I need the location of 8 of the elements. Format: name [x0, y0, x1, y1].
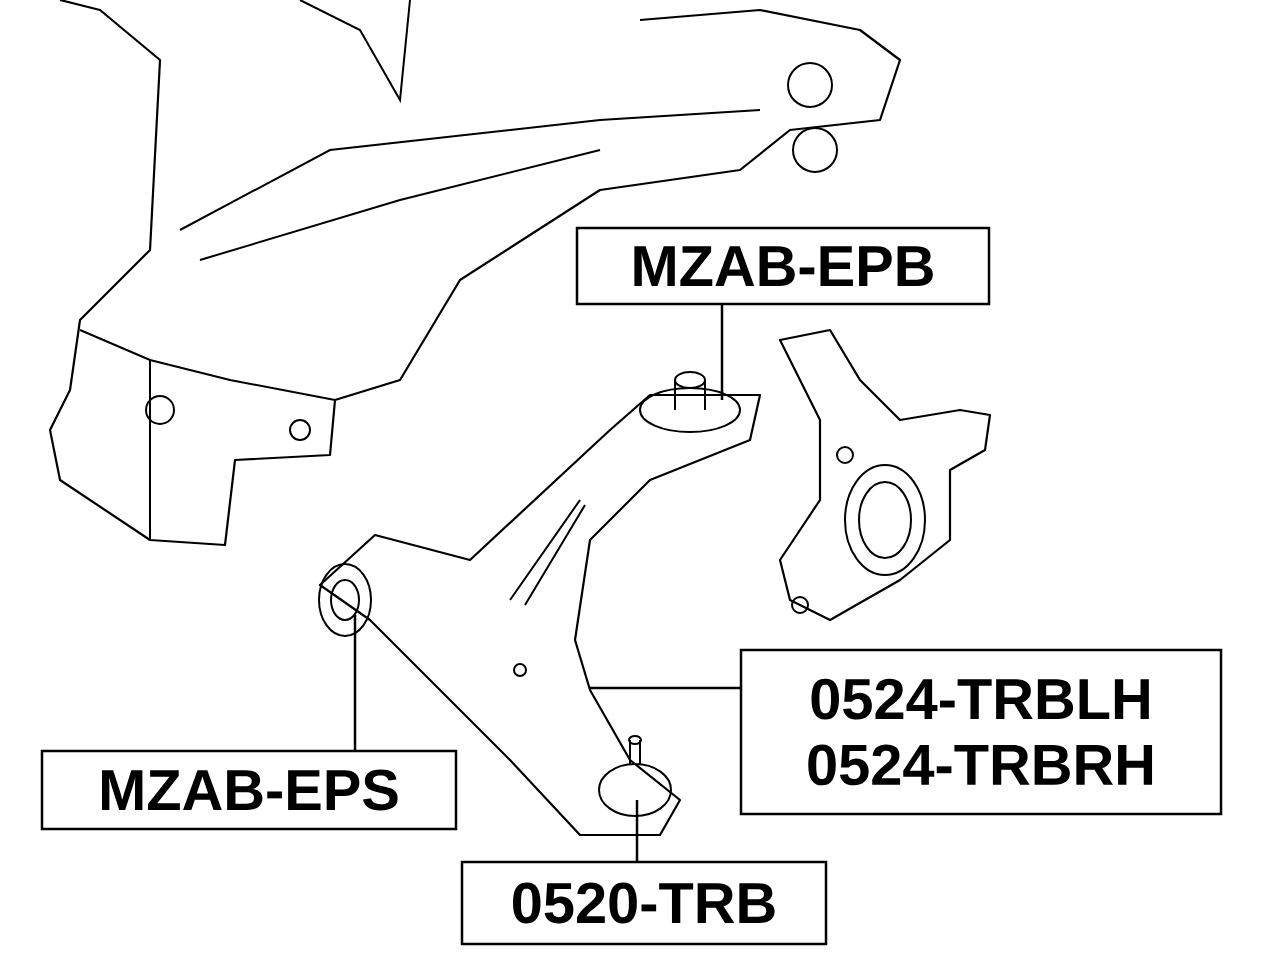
part-number-box: 0520-TRB — [460, 860, 828, 946]
part-number-box: MZAB-EPS — [40, 749, 458, 831]
leader-line — [720, 304, 724, 400]
part-number-box: 0524-TRBLH 0524-TRBRH — [739, 648, 1223, 816]
leader-line — [353, 615, 357, 751]
leader-line — [590, 686, 741, 690]
part-number-box: MZAB-EPB — [575, 226, 991, 306]
leader-line — [635, 800, 639, 862]
